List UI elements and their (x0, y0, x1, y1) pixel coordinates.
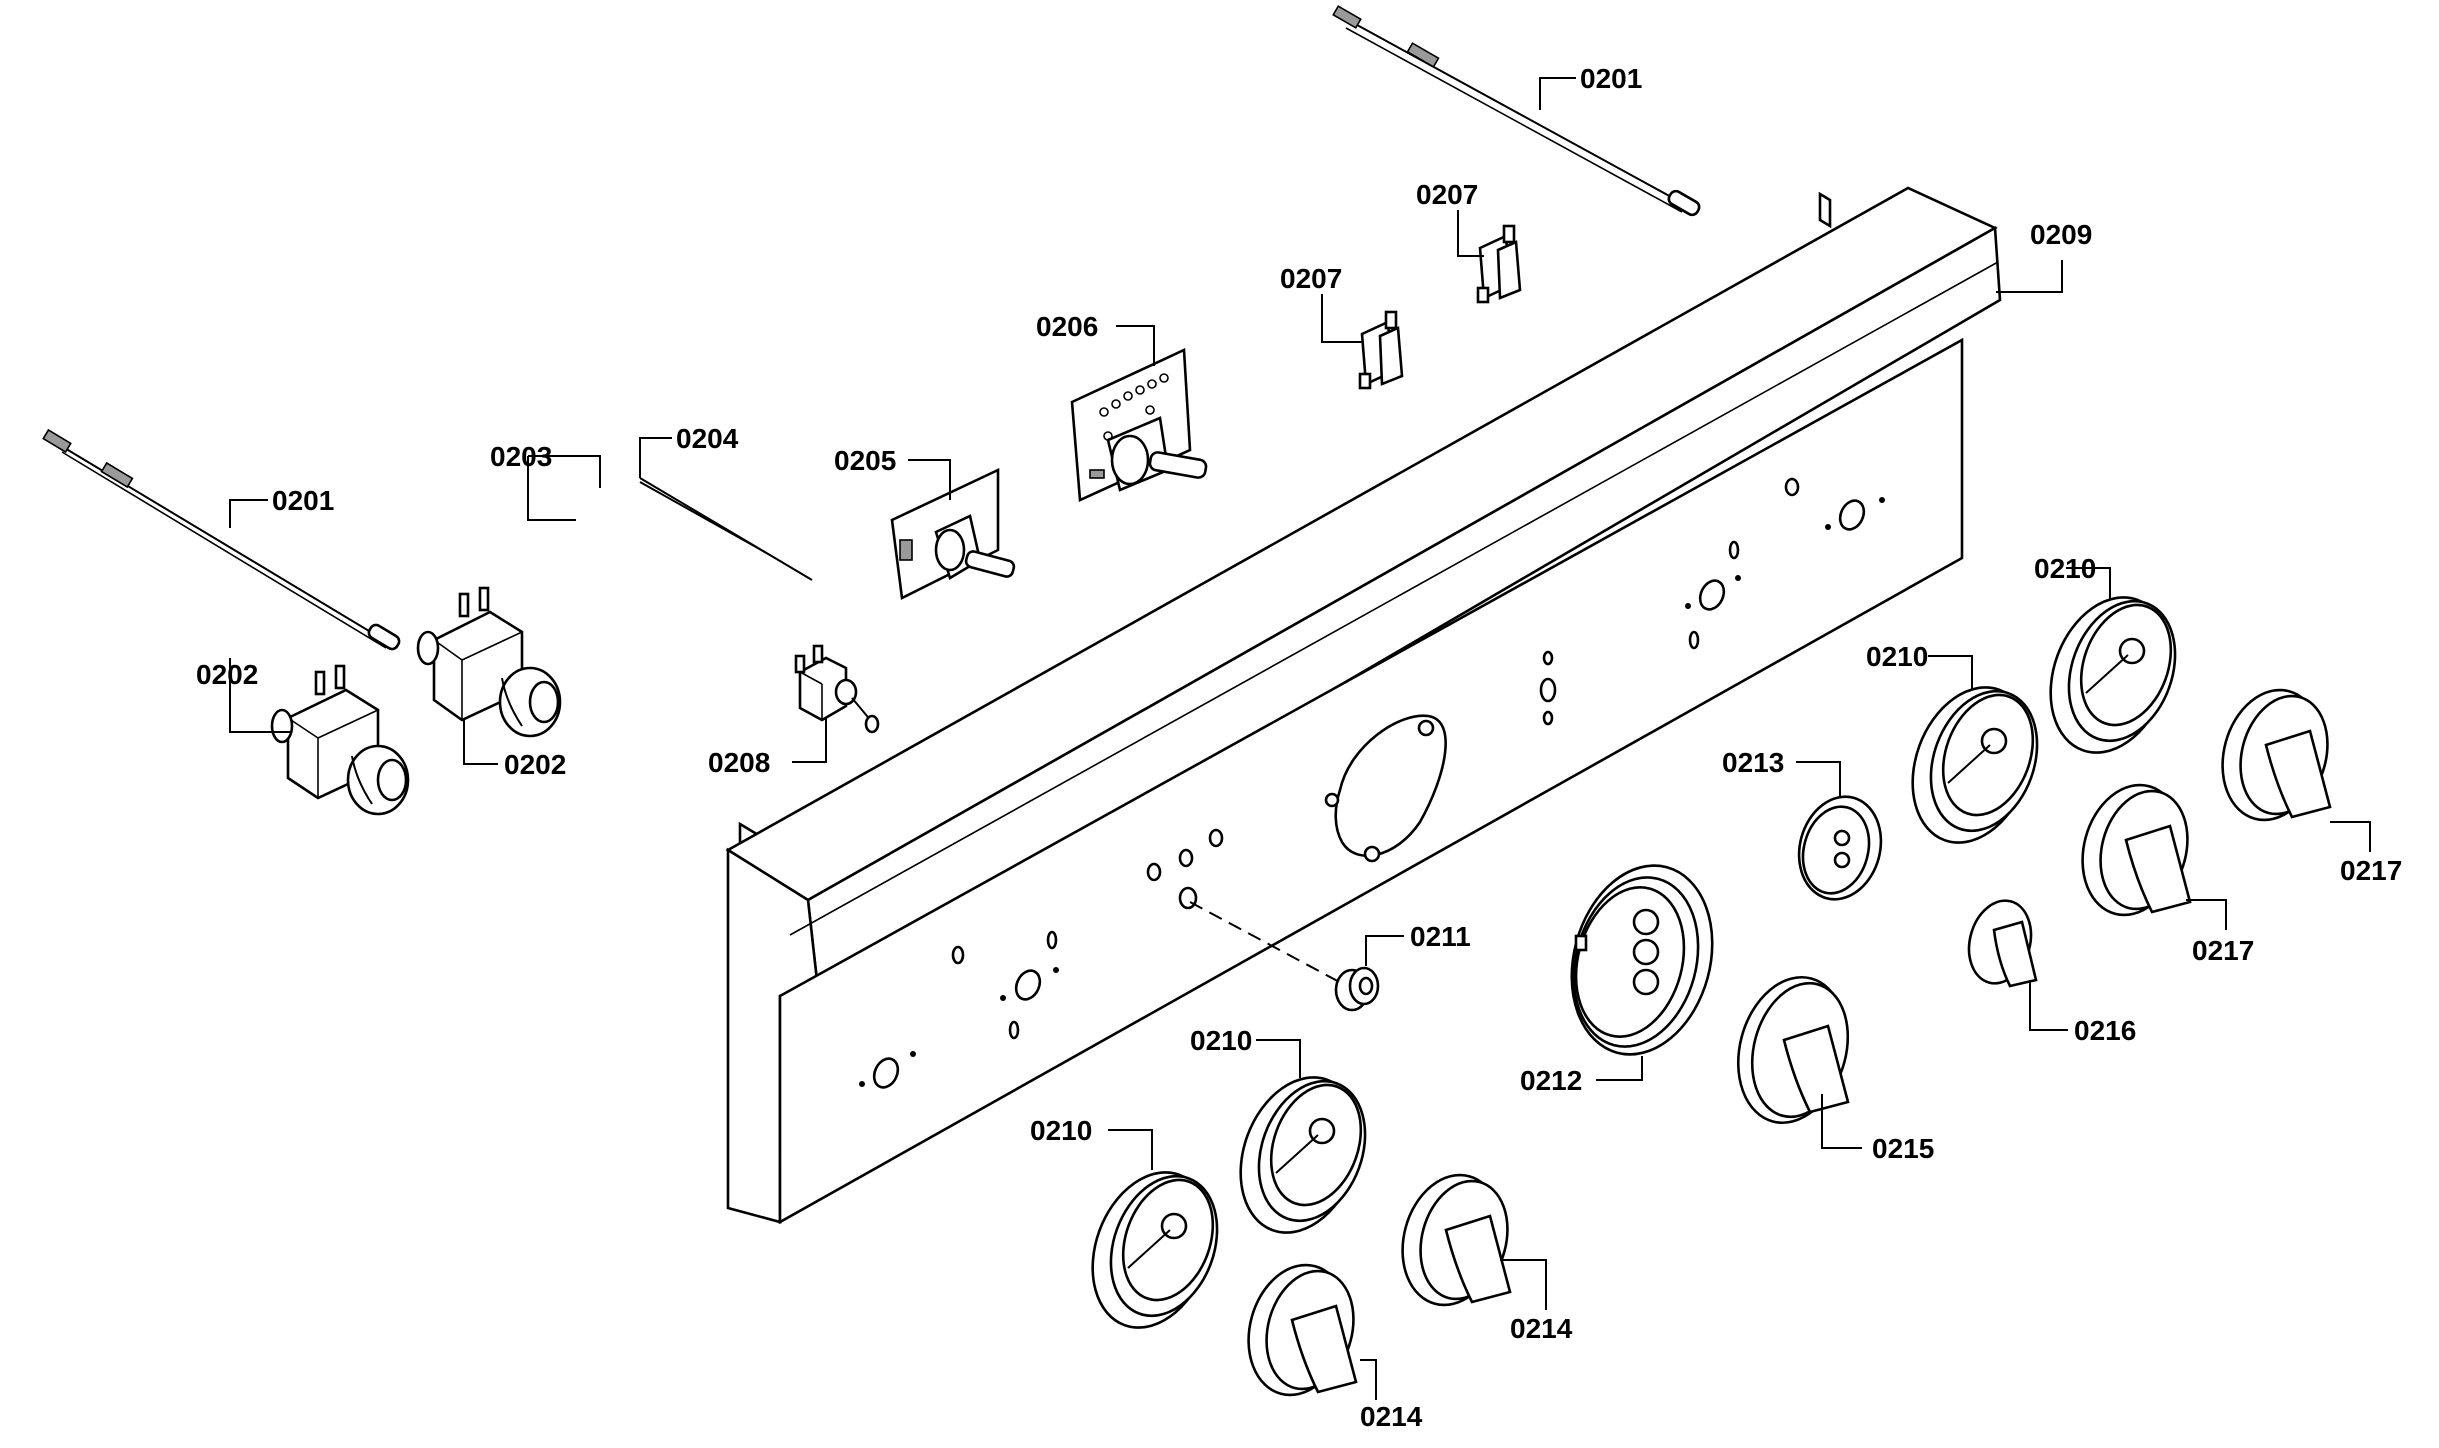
microswitch-0207-upper (1476, 224, 1522, 304)
callout-label: 0215 (1872, 1133, 1934, 1164)
knob-0214-2 (1401, 1173, 1512, 1307)
bezel-0210-2 (1239, 1076, 1367, 1234)
wire-harness-0201-right (1332, 5, 1701, 217)
panel-holes (859, 477, 1885, 1089)
callout-label: 0207 (1280, 263, 1342, 294)
callout-label: 0210 (1190, 1025, 1252, 1056)
knob-0217-1 (2081, 783, 2192, 917)
callout-label: 0202 (196, 659, 258, 690)
callout-label: 0201 (272, 485, 334, 516)
rotary-switch-0205 (890, 467, 1016, 600)
callout-label: 0210 (1030, 1115, 1092, 1146)
callout-label: 0209 (2030, 219, 2092, 250)
callout-label: 0212 (1520, 1065, 1582, 1096)
microswitch-0207-lower (1358, 310, 1404, 390)
callout-label: 0213 (1722, 747, 1784, 778)
callout-label: 0204 (676, 423, 739, 454)
wire-harness-0201-left (42, 428, 401, 651)
callout-label: 0210 (2034, 553, 2096, 584)
solenoid-valve-0202-right (416, 586, 562, 738)
knob-0214-1 (1247, 1263, 1358, 1397)
small-bezel-0213 (1797, 795, 1883, 901)
callout-label: 0211 (1410, 921, 1471, 952)
callout-label: 0210 (1866, 641, 1928, 672)
callout-label: 0207 (1416, 179, 1478, 210)
callout-label: 0201 (1580, 63, 1642, 94)
bushing-0211 (1334, 966, 1380, 1012)
callout-label: 0217 (2340, 855, 2402, 886)
leader-lines (229, 77, 2371, 1400)
callout-label: 0217 (2192, 935, 2254, 966)
control-panel-0209 (725, 186, 2002, 1225)
callout-label: 0206 (1036, 311, 1098, 342)
timer-bezel-0212 (1570, 864, 1714, 1056)
callout-label: 0214 (1360, 1401, 1423, 1432)
callout-label: 0216 (2074, 1015, 2136, 1046)
callout-label: 0208 (708, 747, 770, 778)
bezel-0210-3 (1911, 686, 2039, 844)
knob-0216 (1967, 899, 2038, 988)
knob-0217-2 (2221, 688, 2332, 822)
callout-label: 0203 (490, 441, 552, 472)
solenoid-valve-0202-left (270, 664, 410, 816)
rod-0204 (639, 475, 839, 593)
toggle-switch-0208 (794, 644, 880, 734)
callout-label: 0202 (504, 749, 566, 780)
bezel-0210-4 (2049, 596, 2177, 754)
knob-0215 (1736, 975, 1850, 1125)
bezel-0210-1 (1091, 1171, 1219, 1329)
callout-label: 0205 (834, 445, 896, 476)
callout-labels: 0201 0201 0202 0202 0203 0204 0205 0206 … (196, 63, 2402, 1432)
callout-label: 0214 (1510, 1313, 1573, 1344)
selector-switch-0206 (1070, 348, 1208, 502)
